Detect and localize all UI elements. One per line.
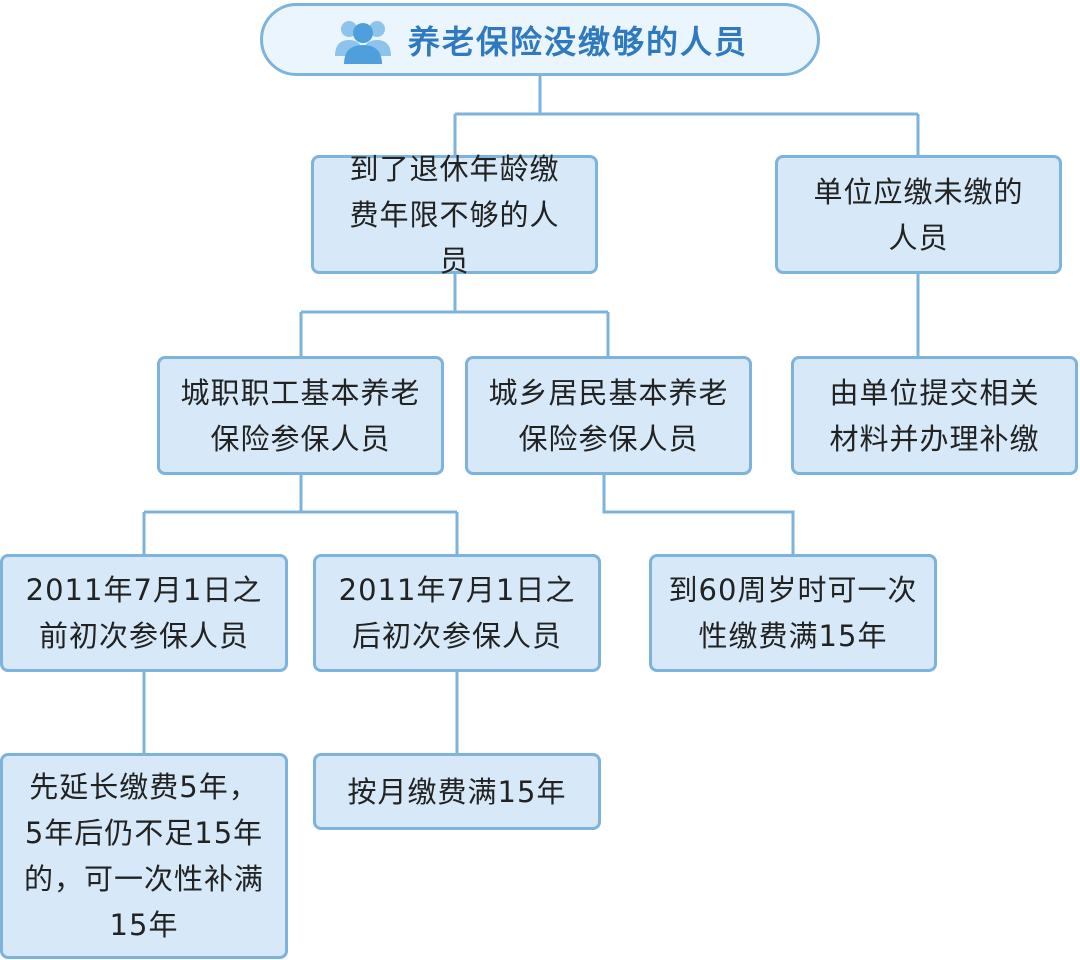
node-urban-employee: 城职职工基本养老保险参保人员 (157, 356, 444, 475)
node-urban-rural-resident: 城乡居民基本养老保险参保人员 (465, 356, 752, 475)
node-at-60-lump-sum-label: 到60周岁时可一次性缴费满15年 (668, 573, 918, 653)
diagram-title: 养老保险没缴够的人员 (407, 22, 748, 61)
node-employer-unpaid: 单位应缴未缴的人员 (775, 155, 1062, 274)
connector-root-to-level1 (453, 76, 920, 157)
node-before-2011: 2011年7月1日之前初次参保人员 (0, 554, 288, 672)
node-at-60-lump-sum: 到60周岁时可一次性缴费满15年 (649, 554, 937, 672)
node-monthly-15-years: 按月缴费满15年 (313, 753, 601, 830)
node-employer-submit-label: 由单位提交相关材料并办理补缴 (829, 375, 1040, 456)
node-after-2011-label: 2011年7月1日之后初次参保人员 (338, 573, 576, 653)
connector-retirement-to-insurance (299, 272, 610, 358)
node-retirement-short: 到了退休年龄缴费年限不够的人员 (311, 152, 598, 278)
node-urban-rural-resident-label: 城乡居民基本养老保险参保人员 (488, 375, 729, 456)
node-before-2011-label: 2011年7月1日之前初次参保人员 (25, 573, 263, 653)
people-group-icon (334, 20, 391, 64)
node-monthly-15-years-label: 按月缴费满15年 (347, 774, 567, 809)
node-employer-unpaid-label: 单位应缴未缴的人员 (813, 174, 1024, 255)
connector-urban-employee-to-dates (142, 473, 459, 556)
node-extend-5-years: 先延长缴费5年，5年后仍不足15年的，可一次性补满15年 (0, 753, 288, 959)
node-employer-submit: 由单位提交相关材料并办理补缴 (791, 356, 1078, 475)
node-after-2011: 2011年7月1日之后初次参保人员 (313, 554, 601, 672)
root-title-node: 养老保险没缴够的人员 (260, 3, 820, 76)
node-extend-5-years-label: 先延长缴费5年，5年后仍不足15年的，可一次性补满15年 (24, 770, 265, 942)
node-urban-employee-label: 城职职工基本养老保险参保人员 (180, 375, 421, 456)
connector-resident-to-lump-sum (602, 473, 795, 556)
node-retirement-short-label: 到了退休年龄缴费年限不够的人员 (349, 151, 560, 278)
